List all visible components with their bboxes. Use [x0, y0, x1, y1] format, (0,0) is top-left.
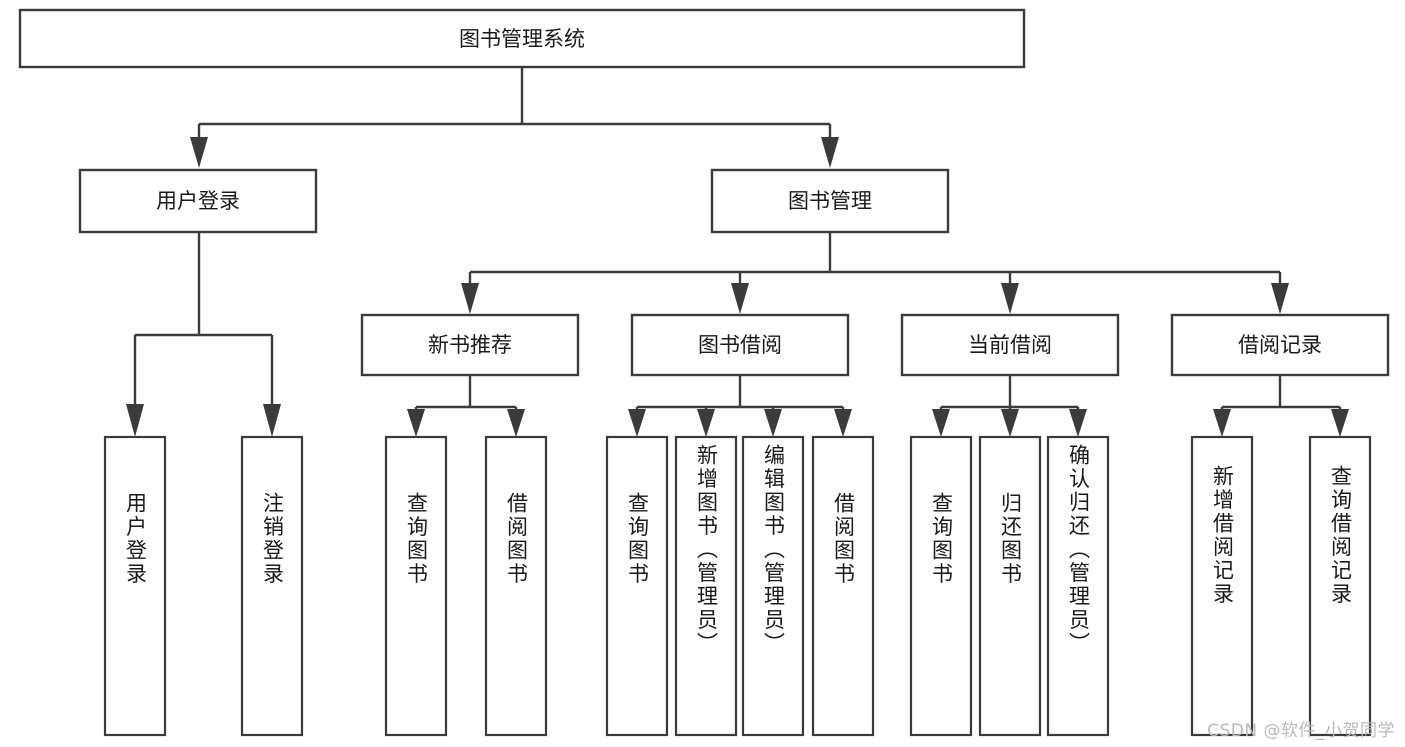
leaf-box-record-0[interactable] — [1190, 435, 1254, 737]
leaf-label-borrow-1: 新增图书（管理员） — [694, 444, 719, 656]
leaf-label-user-login-0: 用户登录 — [123, 492, 148, 586]
leaf-box-borrow-0[interactable] — [605, 435, 669, 737]
arrow-book-mgmt-child-0 — [461, 283, 479, 314]
arrow-recommend-child-0 — [407, 409, 425, 437]
leaf-box-recommend-0[interactable] — [384, 435, 448, 737]
node-new-book-recommend-label: 新书推荐 — [428, 333, 512, 357]
node-book-borrow[interactable]: 图书借阅 — [630, 313, 850, 377]
arrow-user-login-child-0 — [126, 404, 144, 437]
node-book-borrow-label: 图书借阅 — [698, 333, 782, 357]
leaf-label-borrow-2: 编辑图书（管理员） — [761, 444, 786, 656]
leaf-box-user-login-0[interactable] — [103, 435, 167, 737]
leaf-label-user-login-1: 注销登录 — [260, 492, 285, 586]
node-borrow-record-box[interactable] — [1170, 313, 1390, 377]
arrow-current-child-2 — [1069, 409, 1087, 437]
leaf-label-current-1: 归还图书 — [998, 492, 1023, 586]
node-book-management[interactable]: 图书管理 — [710, 168, 950, 234]
edges-layer — [126, 67, 1349, 437]
leaf-label-current-2: 确认归还（管理员） — [1066, 444, 1091, 656]
node-user-login-label: 用户登录 — [156, 189, 240, 213]
leaf-box-current-2[interactable] — [1046, 435, 1110, 737]
node-book-borrow-box[interactable] — [630, 313, 850, 377]
arrow-book-mgmt-child-3 — [1271, 283, 1289, 314]
node-book-management-box[interactable] — [710, 168, 950, 234]
node-borrow-record[interactable]: 借阅记录 — [1170, 313, 1390, 377]
node-user-login-box[interactable] — [78, 168, 318, 234]
leaf-label-borrow-3: 借阅图书 — [831, 492, 856, 586]
leaf-box-user-login-1[interactable] — [240, 435, 304, 737]
node-book-management-label: 图书管理 — [788, 189, 872, 213]
leaf-box-borrow-1[interactable] — [674, 435, 738, 737]
arrow-book-mgmt-child-1 — [731, 283, 749, 314]
node-root[interactable]: 图书管理系统 — [18, 8, 1026, 69]
arrow-record-child-0 — [1213, 409, 1231, 437]
leaf-label-record-0: 新增借阅记录 — [1210, 465, 1235, 606]
leaf-label-recommend-1: 借阅图书 — [504, 492, 529, 586]
node-current-borrow-box[interactable] — [900, 313, 1120, 377]
node-new-book-recommend[interactable]: 新书推荐 — [360, 313, 580, 377]
arrow-current-child-0 — [932, 409, 950, 437]
node-current-borrow[interactable]: 当前借阅 — [900, 313, 1120, 377]
leaf-boxes-layer — [103, 435, 1372, 737]
leaf-box-borrow-3[interactable] — [811, 435, 875, 737]
leaf-box-current-1[interactable] — [978, 435, 1042, 737]
leaf-box-record-1[interactable] — [1308, 435, 1372, 737]
arrow-recommend-child-1 — [507, 409, 525, 437]
leaf-box-recommend-1[interactable] — [484, 435, 548, 737]
node-root-label: 图书管理系统 — [459, 27, 585, 51]
leaf-labels-layer: 用户登录 注销登录 查询图书 借阅图书 查询图书 — [123, 444, 1353, 656]
leaf-box-current-0[interactable] — [909, 435, 973, 737]
leaf-box-borrow-2[interactable] — [741, 435, 805, 737]
node-current-borrow-label: 当前借阅 — [968, 333, 1052, 357]
arrow-current-child-1 — [1001, 409, 1019, 437]
arrow-root-to-user-login — [190, 137, 208, 168]
node-new-book-recommend-box[interactable] — [360, 313, 580, 377]
arrow-user-login-child-1 — [263, 404, 281, 437]
leaf-label-recommend-0: 查询图书 — [404, 492, 429, 586]
arrow-borrow-child-3 — [834, 409, 852, 437]
node-root-box[interactable] — [18, 8, 1026, 69]
arrow-borrow-child-1 — [697, 409, 715, 437]
leaf-label-current-0: 查询图书 — [929, 492, 954, 586]
leaf-label-borrow-0: 查询图书 — [625, 492, 650, 586]
arrow-root-to-book-mgmt — [821, 137, 839, 168]
arrow-borrow-child-0 — [628, 409, 646, 437]
arrow-book-mgmt-child-2 — [1001, 283, 1019, 314]
arrow-borrow-child-2 — [764, 409, 782, 437]
node-user-login[interactable]: 用户登录 — [78, 168, 318, 234]
arrow-record-child-1 — [1331, 409, 1349, 437]
node-borrow-record-label: 借阅记录 — [1238, 333, 1322, 357]
leaf-label-record-1: 查询借阅记录 — [1328, 465, 1353, 606]
